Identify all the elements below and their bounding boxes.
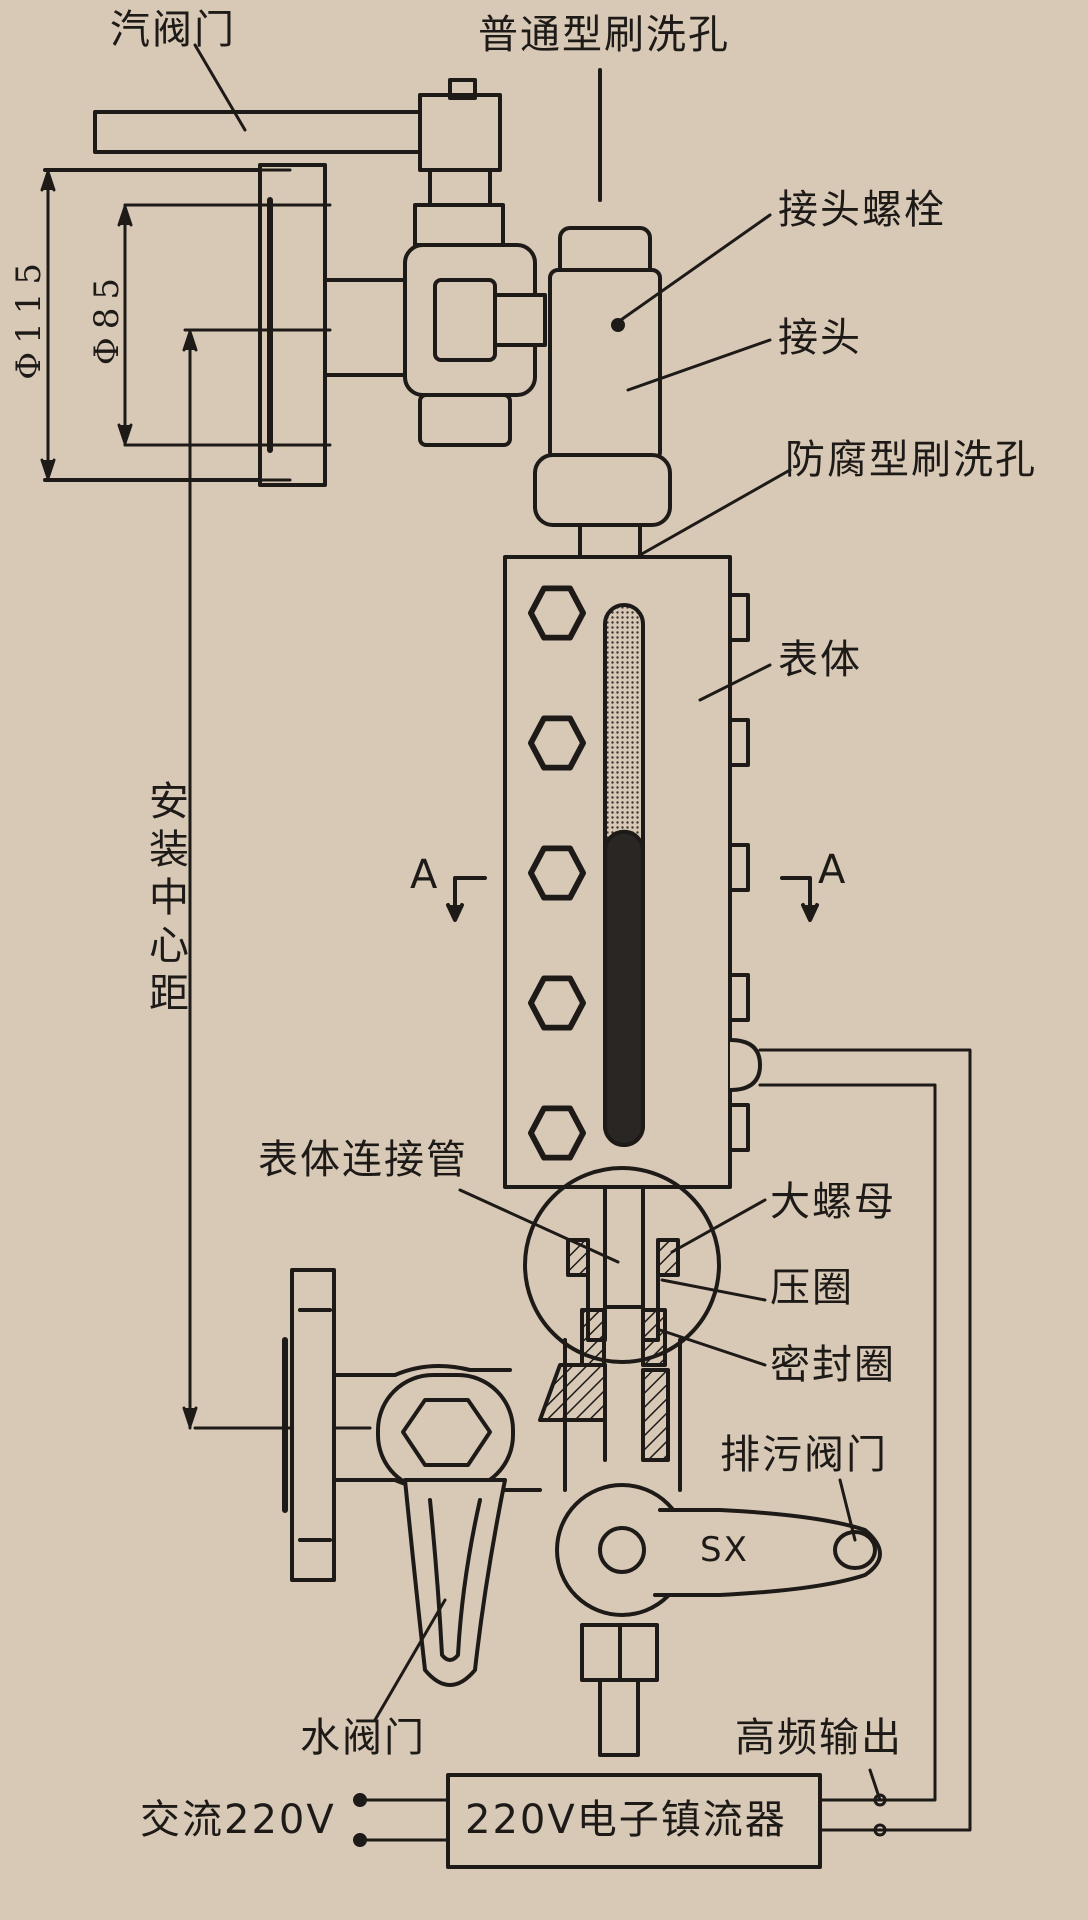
- joint-assembly: [533, 226, 672, 559]
- leader-lines: [193, 43, 882, 1802]
- label-seal-ring: 密封圈: [770, 1342, 896, 1388]
- hex-bolt: [528, 845, 587, 901]
- water-valve-assembly: [282, 1268, 542, 1687]
- label-body-connecting-pipe: 表体连接管: [258, 1137, 468, 1183]
- label-pressure-ring: 压圈: [770, 1265, 854, 1311]
- label-section-a-left: A: [410, 852, 440, 898]
- steam-valve-body: [403, 243, 547, 447]
- body-bolts: [528, 585, 587, 1161]
- install-center-line: [182, 328, 372, 1430]
- big-nut-right: [656, 1238, 680, 1277]
- label-drain-valve-mark: SX: [700, 1530, 749, 1570]
- hex-bolt: [528, 1105, 587, 1161]
- label-anticorrosion-flush-hole: 防腐型刷洗孔: [785, 437, 1037, 483]
- section-a-markers: [446, 876, 819, 922]
- steam-valve-stem: [413, 168, 505, 247]
- label-big-nut: 大螺母: [770, 1179, 896, 1225]
- label-dim-inner: Φ85: [87, 270, 127, 366]
- label-dim-outer: Φ115: [9, 255, 49, 380]
- top-flange: [43, 163, 412, 487]
- steam-valve-handle: [93, 78, 502, 172]
- label-joint-bolt: 接头螺栓: [778, 187, 946, 233]
- label-ac-220v: 交流220V: [140, 1797, 336, 1843]
- label-install-center-distance: 安装中心距: [142, 780, 188, 1020]
- lower-connector: [538, 1185, 682, 1492]
- hex-bolt: [528, 975, 587, 1031]
- detail-circle: [523, 1166, 721, 1364]
- gauge-liquid-column: [603, 829, 645, 1147]
- hf-output-wiring: [758, 1048, 972, 1837]
- hex-bolt: [528, 715, 587, 771]
- label-meter-body: 表体: [778, 637, 862, 683]
- label-ballast: 220V电子镇流器: [465, 1797, 787, 1843]
- label-water-valve: 水阀门: [300, 1715, 426, 1761]
- hex-bolt: [528, 585, 587, 641]
- label-joint: 接头: [778, 315, 862, 361]
- side-lugs: [728, 593, 750, 1152]
- label-steam-valve: 汽阀门: [110, 7, 236, 53]
- drain-valve-assembly: [555, 1483, 882, 1757]
- meter-body: [503, 555, 762, 1189]
- ballast-box: [353, 1773, 822, 1869]
- label-hf-output: 高频输出: [735, 1715, 903, 1761]
- label-section-a-right: A: [818, 847, 848, 893]
- label-standard-flush-hole: 普通型刷洗孔: [478, 12, 730, 58]
- label-drain-valve: 排污阀门: [720, 1432, 888, 1478]
- dimension-lines: [40, 168, 332, 482]
